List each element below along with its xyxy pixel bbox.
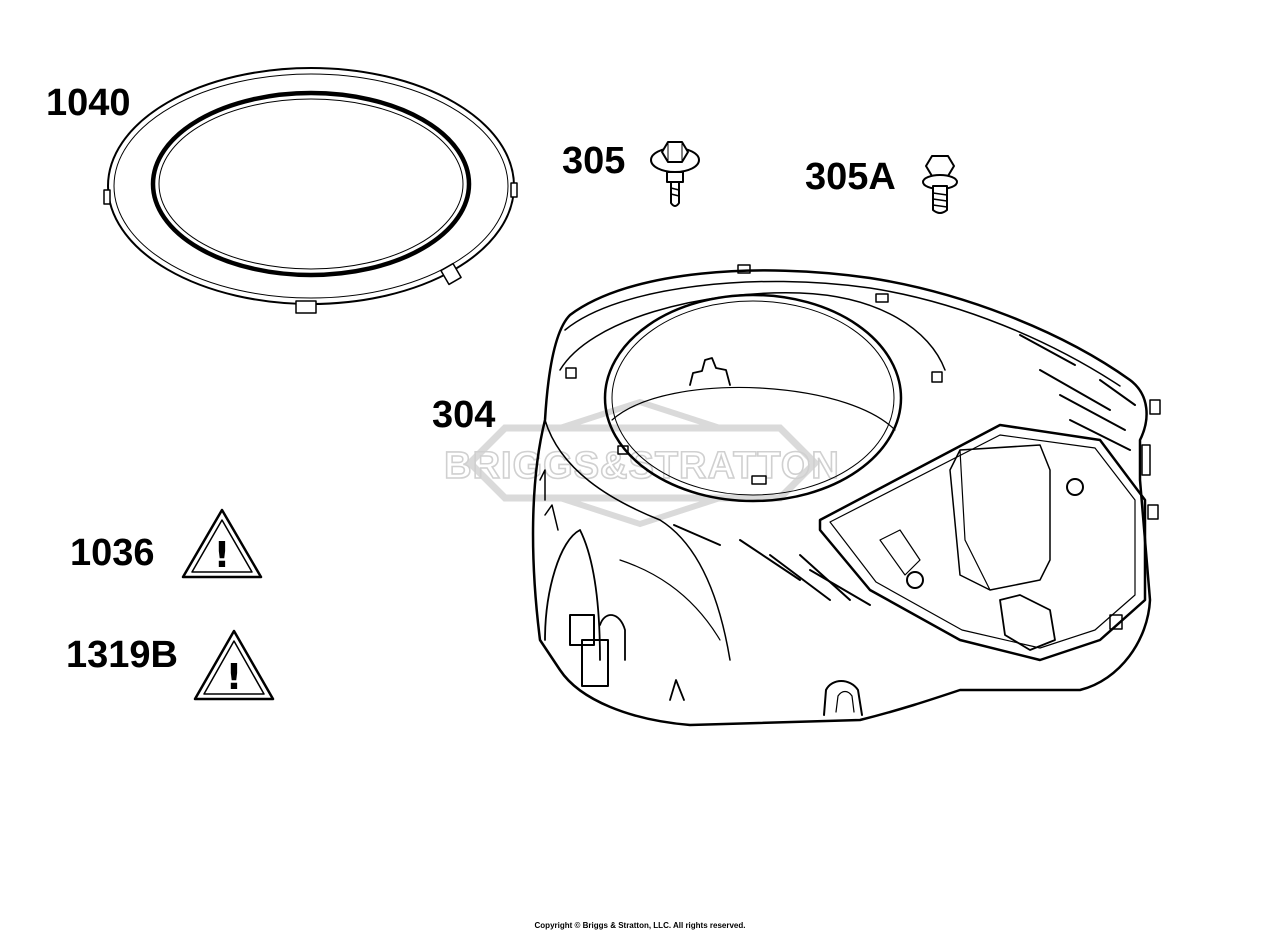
callout-305: 305 [562,140,626,182]
hex-bolt-icon [922,155,958,214]
callout-305a: 305A [805,156,896,198]
callout-1040: 1040 [46,82,131,124]
warning-glyph: ! [226,657,242,698]
callout-1319b: 1319B [66,634,178,676]
warning-glyph: ! [214,535,230,576]
flange-screw-icon [650,141,700,207]
copyright-notice: Copyright © Briggs & Stratton, LLC. All … [534,921,746,930]
callout-1036: 1036 [70,532,155,574]
warning-triangle-icon: ! [181,508,263,579]
grille-ring-part [103,67,518,314]
watermark-logo: BRIGGS&STRATTON [443,398,840,528]
warning-triangle-icon: ! [193,629,275,701]
callout-304: 304 [432,394,496,436]
blower-housing-part [531,264,1161,727]
